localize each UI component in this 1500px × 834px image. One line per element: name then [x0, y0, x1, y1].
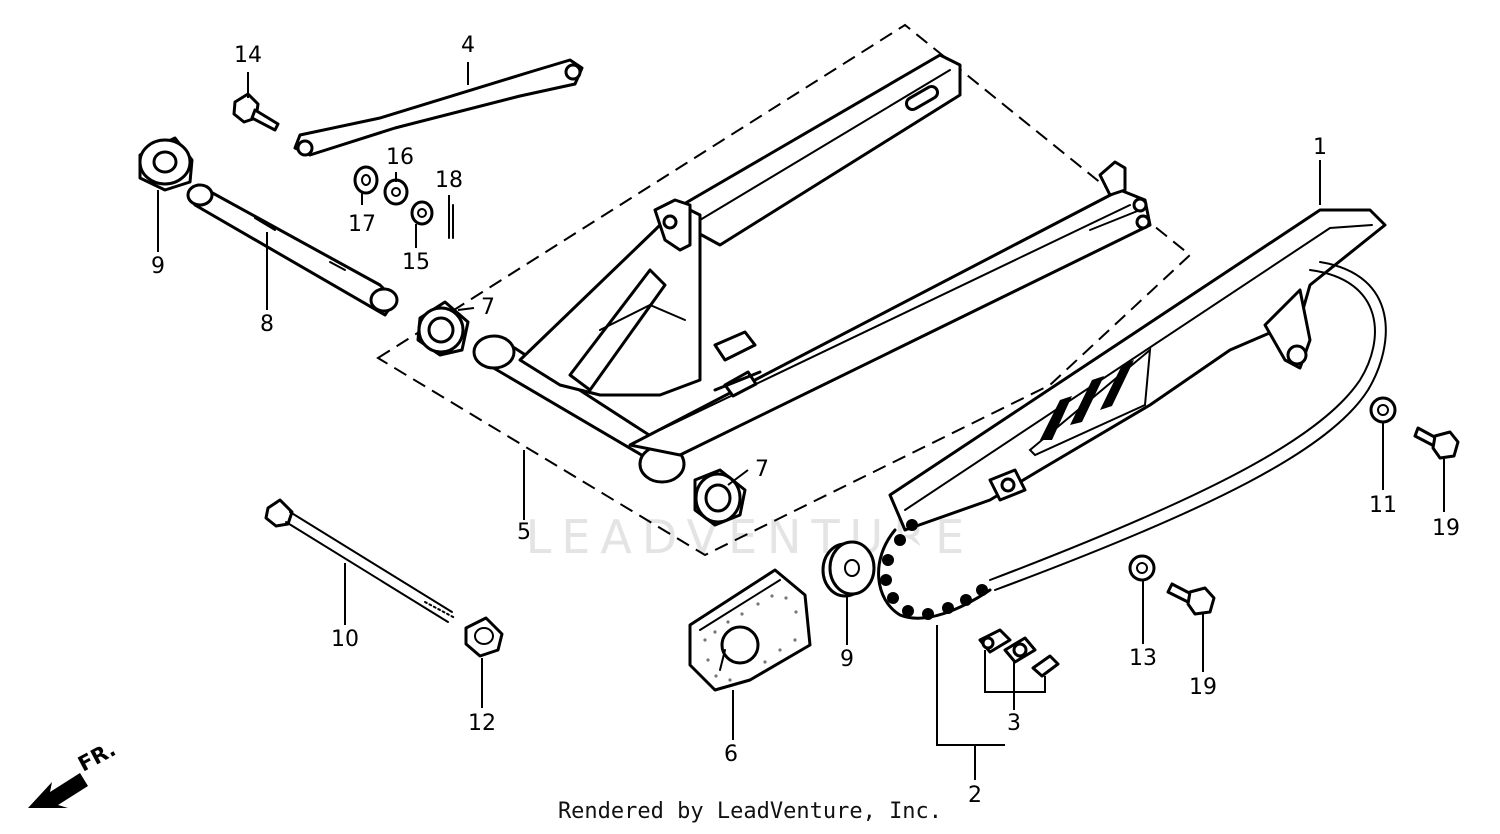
dust-seal-left[interactable]	[138, 136, 194, 192]
callout-9-left: 9	[151, 254, 165, 279]
washer-13[interactable]	[1128, 554, 1156, 582]
pivot-bolt[interactable]	[264, 498, 456, 623]
torque-link[interactable]	[293, 58, 584, 157]
front-direction-label: FR.	[74, 737, 120, 776]
chain-case[interactable]	[888, 208, 1387, 591]
drive-chain[interactable]	[877, 519, 992, 620]
callout-5: 5	[517, 520, 531, 545]
callout-13: 13	[1129, 646, 1157, 671]
pivot-nut[interactable]	[464, 616, 504, 658]
bolt-19-lower[interactable]	[1166, 582, 1216, 616]
washer-16[interactable]	[383, 178, 409, 206]
cotter-pin-18[interactable]	[448, 204, 454, 239]
footer-credit: Rendered by LeadVenture, Inc.	[558, 799, 942, 824]
callout-3: 3	[1007, 711, 1021, 736]
callout-7-upper: 7	[481, 295, 495, 320]
callout-14: 14	[234, 43, 262, 68]
pivot-bushing-lower[interactable]	[693, 468, 747, 527]
chain-slider[interactable]	[688, 568, 812, 692]
callout-15: 15	[402, 250, 430, 275]
roller-right[interactable]	[821, 540, 876, 598]
callout-2: 2	[968, 783, 982, 808]
bolt-19-upper[interactable]	[1413, 426, 1460, 460]
callout-4: 4	[461, 33, 475, 58]
callout-numbers: 1 2 3 4 5 6 7 7 8 9 9 10 11 12 13 14 15 …	[151, 33, 1460, 808]
callout-12: 12	[468, 711, 496, 736]
swingarm-assembly-outline	[376, 23, 1192, 557]
leader-lines	[157, 62, 1445, 780]
callout-17: 17	[348, 212, 376, 237]
callout-11: 11	[1369, 493, 1397, 518]
callout-9-right: 9	[840, 647, 854, 672]
callout-1: 1	[1313, 135, 1327, 160]
callout-19-upper: 19	[1432, 516, 1460, 541]
nut-15[interactable]	[410, 200, 434, 226]
callout-6: 6	[724, 742, 738, 767]
bolt-14[interactable]	[232, 92, 280, 132]
washer-11[interactable]	[1369, 396, 1397, 424]
callout-8: 8	[260, 312, 274, 337]
callout-18: 18	[435, 168, 463, 193]
callout-16: 16	[386, 145, 414, 170]
swingarm[interactable]	[472, 53, 1152, 484]
callout-7-lower: 7	[755, 457, 769, 482]
pivot-bushing-upper[interactable]	[416, 300, 470, 357]
front-arrow-icon	[28, 773, 88, 808]
callout-10: 10	[331, 627, 359, 652]
chain-master-link[interactable]	[978, 628, 1060, 678]
front-direction-indicator: FR.	[28, 737, 120, 808]
pivot-collar[interactable]	[186, 183, 399, 317]
nut-17[interactable]	[353, 165, 379, 195]
callout-19-lower: 19	[1189, 675, 1217, 700]
